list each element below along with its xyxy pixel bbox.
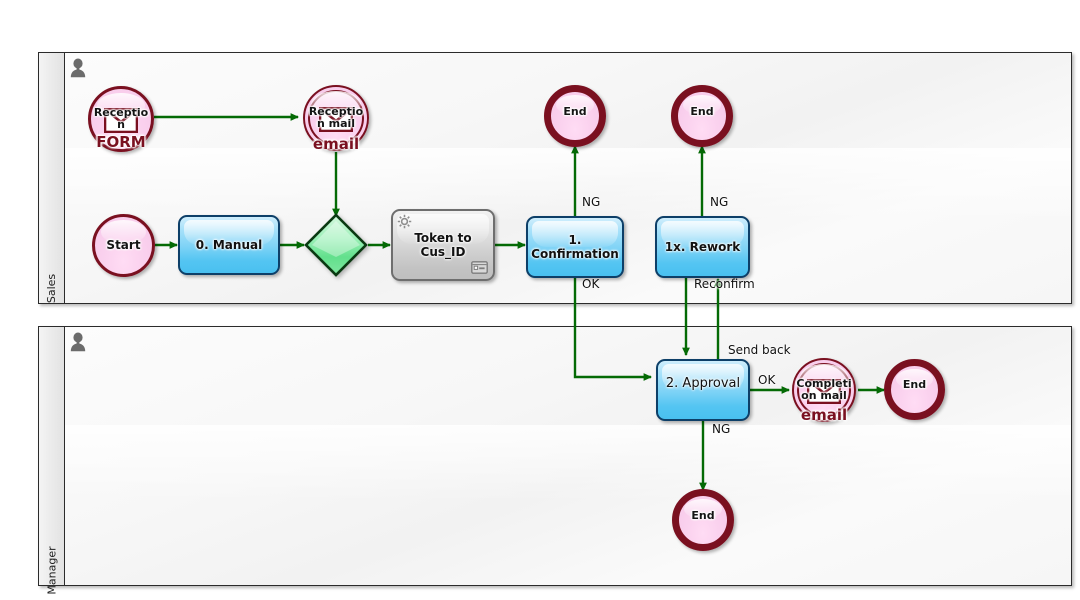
task-1-confirmation[interactable]: 1. Confirmation (526, 216, 624, 278)
event-label-end: End (690, 104, 714, 118)
event-completion-mail[interactable]: Completi on mail email (792, 358, 856, 424)
event-end-rework[interactable]: End (671, 85, 733, 147)
lane-label-sales: Sales (45, 273, 59, 304)
flow-label-approval-ok: OK (758, 373, 776, 387)
pool-sheen (39, 148, 1071, 223)
event-sublabel-email: email (800, 406, 848, 424)
flow-label-send-back: Send back (728, 343, 791, 357)
flow-label-confirmation-ng: NG (582, 195, 601, 209)
lane-title-sales: Sales (39, 53, 65, 303)
event-label-completion-mail: Completi on mail (796, 378, 851, 402)
label-line-2: Cus_ID (420, 245, 466, 259)
lane-label-manager: Manager (45, 546, 59, 595)
event-label-end: End (691, 508, 715, 522)
event-label-end: End (902, 378, 927, 391)
label-line-1: Token to (414, 231, 472, 245)
gateway-parallel[interactable] (304, 213, 368, 277)
event-label-reception-mail: Receptio n mail (309, 106, 363, 130)
event-reception-form[interactable]: Receptio n FORM (88, 86, 154, 152)
task-0-manual[interactable]: 0. Manual (178, 215, 280, 275)
flow-label-reconfirm: Reconfirm (694, 277, 755, 291)
event-sublabel-email: email (312, 135, 360, 153)
flow-label-rework-ng: NG (710, 195, 729, 209)
event-reception-mail[interactable]: Receptio n mail email (303, 85, 369, 153)
event-start[interactable]: Start (92, 214, 155, 277)
actor-icon-manager (70, 332, 86, 352)
task-label-2-approval: 2. Approval (665, 376, 741, 391)
label-line-2: n mail (316, 117, 356, 130)
event-sublabel-form: FORM (96, 133, 146, 151)
event-label-end: End (563, 104, 587, 118)
lane-title-manager: Manager (39, 327, 65, 594)
actor-icon-sales (70, 58, 86, 78)
task-label-token: Token to Cus_ID (410, 231, 475, 259)
pool-sheen (39, 425, 1071, 503)
task-label-1-confirmation: 1. Confirmation (527, 233, 623, 261)
task-token-to-cus-id[interactable]: Token to Cus_ID (391, 209, 495, 281)
label-line-2: on mail (801, 389, 847, 402)
event-label-reception-form: Receptio n (94, 107, 148, 131)
event-end-approval-ok[interactable]: End (884, 359, 945, 420)
event-label-start: Start (106, 238, 141, 252)
task-1x-rework[interactable]: 1x. Rework (655, 216, 750, 278)
flow-label-confirmation-ok: OK (582, 277, 600, 291)
flow-label-approval-ng: NG (712, 422, 731, 436)
task-label-1x-rework: 1x. Rework (664, 240, 741, 254)
event-end-approval-ng[interactable]: End (672, 489, 734, 551)
lane-header-manager (39, 327, 65, 585)
database-icon (471, 261, 488, 274)
task-label-0-manual: 0. Manual (195, 238, 263, 252)
label-line-2: n (117, 118, 125, 131)
label-line-1: 1. (568, 233, 582, 247)
task-2-approval[interactable]: 2. Approval (656, 359, 750, 421)
gear-icon (397, 214, 412, 229)
label-line-2: Confirmation (531, 247, 619, 261)
event-end-confirmation[interactable]: End (544, 85, 606, 147)
lane-header-sales (39, 53, 65, 303)
